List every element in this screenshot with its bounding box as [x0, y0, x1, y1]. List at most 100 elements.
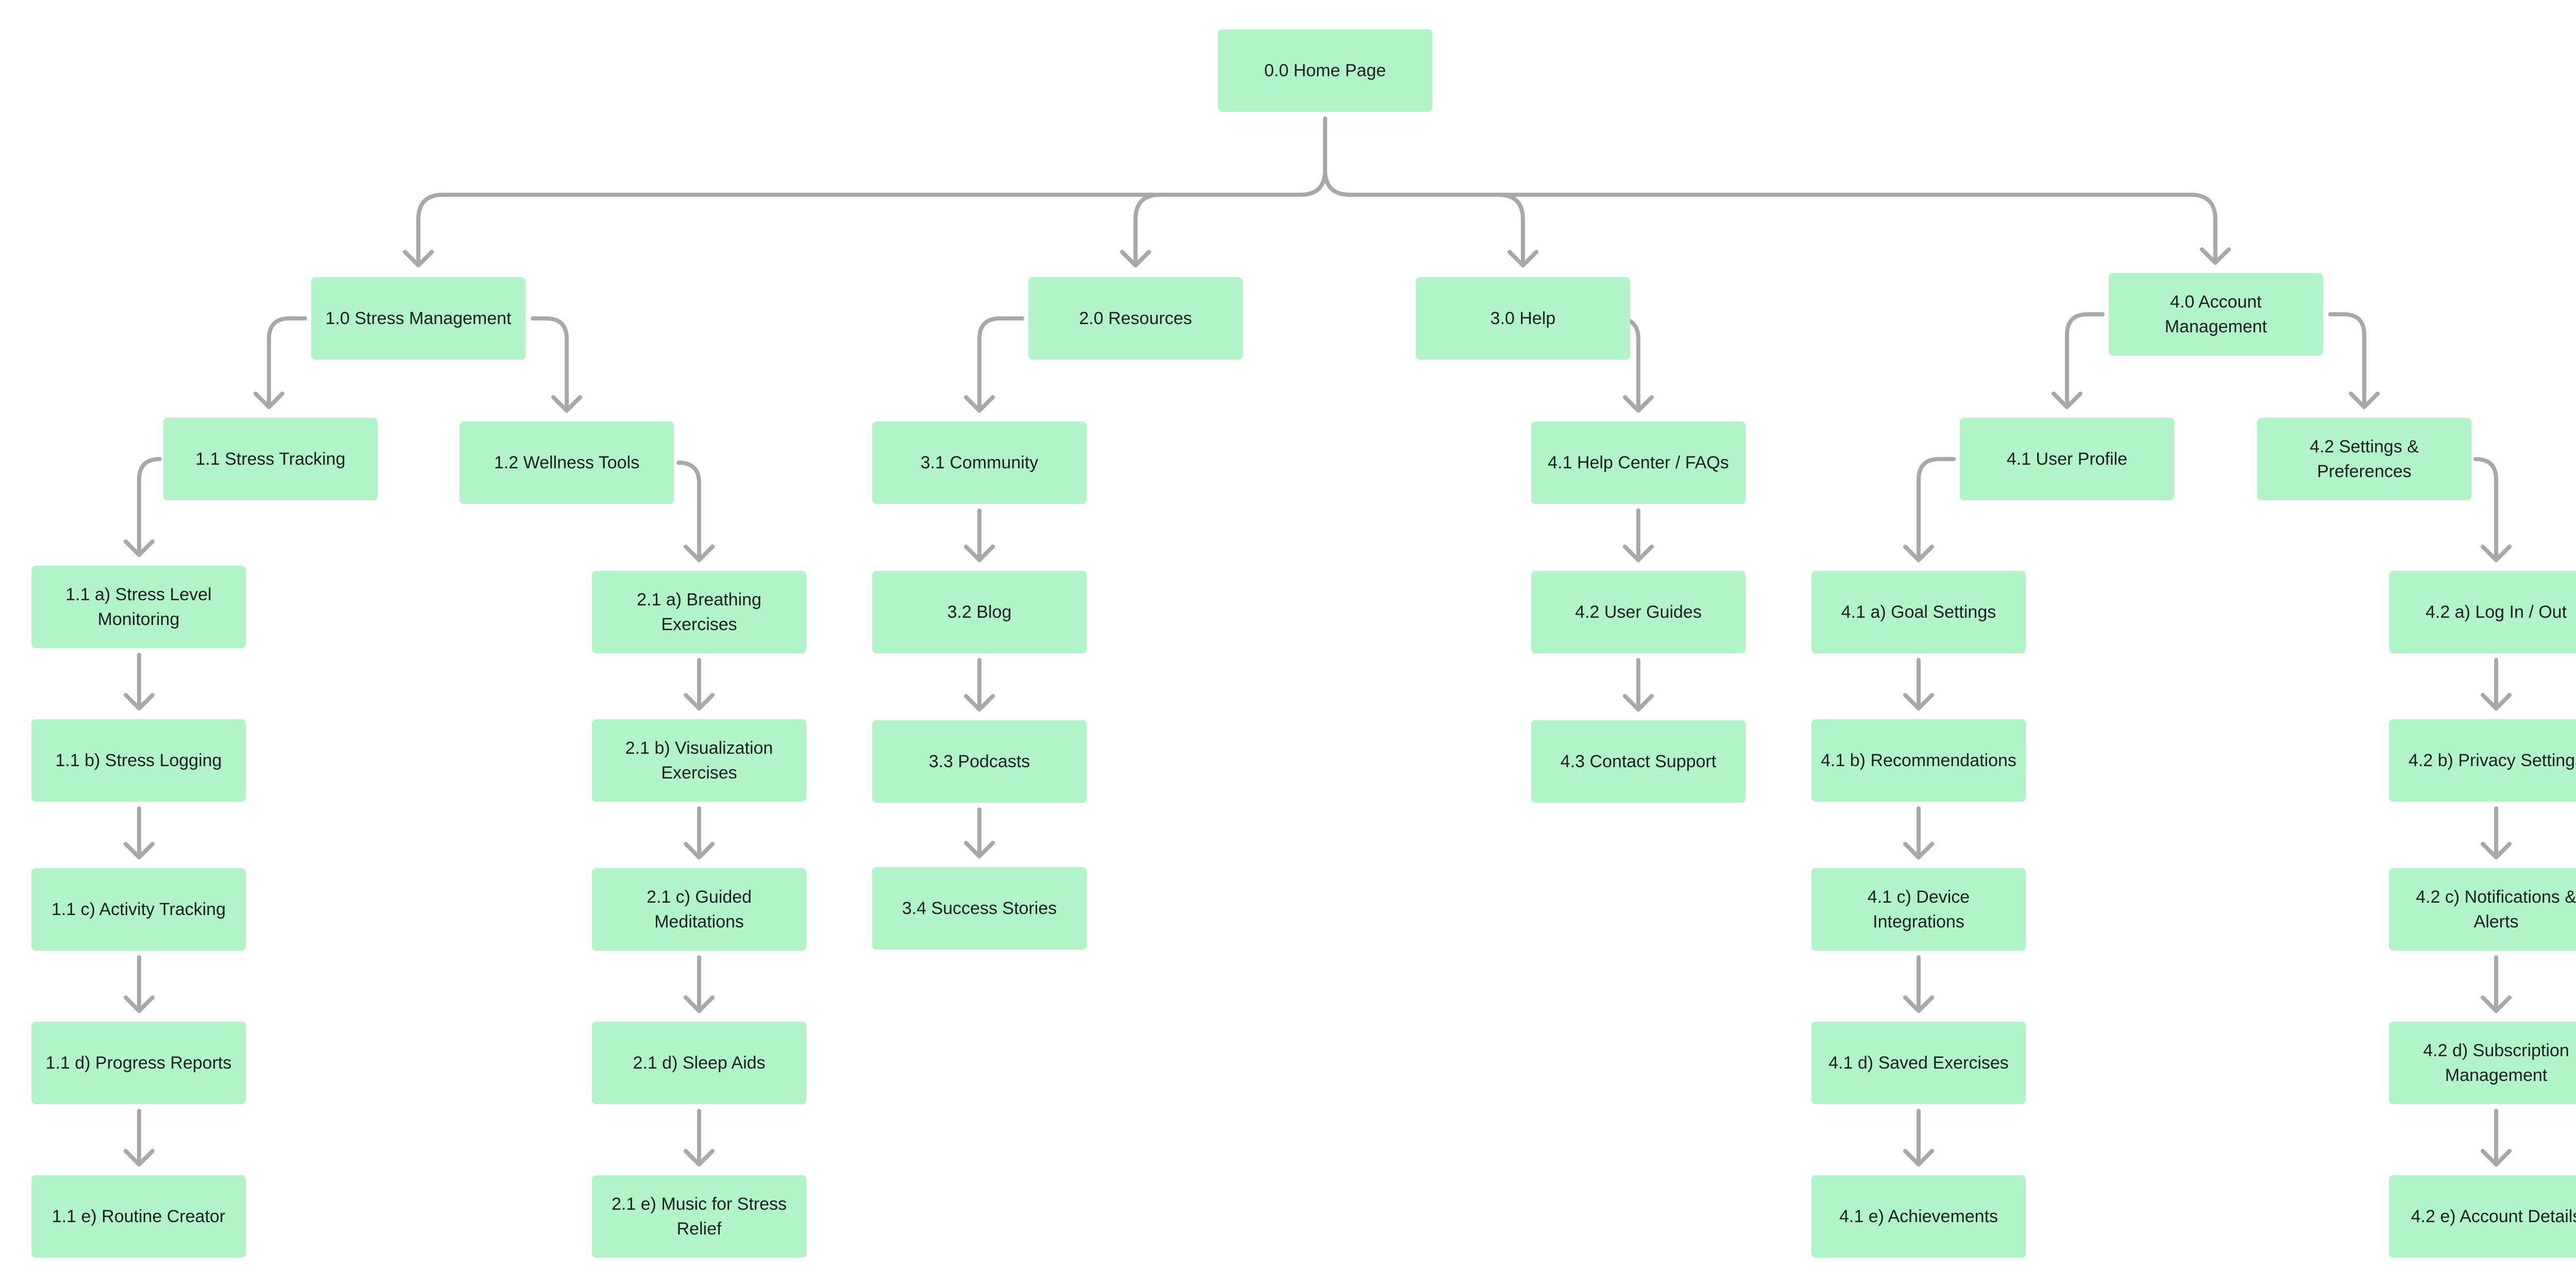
node-label: 2.1 a) Breathing Exercises	[637, 590, 761, 634]
node-podcasts[interactable]: 3.3 Podcasts	[872, 720, 1087, 803]
node-label: 4.1 c) Device Integrations	[1867, 887, 1970, 932]
node-label: 2.0 Resources	[1079, 309, 1192, 328]
node-user-profile[interactable]: 4.1 User Profile	[1960, 418, 2174, 500]
arrowhead	[2481, 842, 2512, 859]
arrowhead	[124, 995, 155, 1013]
arrowhead	[2349, 392, 2380, 409]
arrowhead	[403, 250, 434, 267]
arrowhead	[964, 694, 995, 712]
node-goal-settings[interactable]: 4.1 a) Goal Settings	[1811, 571, 2026, 653]
node-breathing-exercises[interactable]: 2.1 a) Breathing Exercises	[592, 571, 806, 653]
node-label: 1.1 e) Routine Creator	[52, 1207, 226, 1226]
node-label: 4.2 e) Account Details	[2411, 1207, 2576, 1226]
node-routine-creator[interactable]: 1.1 e) Routine Creator	[31, 1175, 246, 1258]
arrowhead	[2200, 247, 2231, 265]
arrowhead	[1903, 1149, 1934, 1166]
node-settings-preferences[interactable]: 4.2 Settings & Preferences	[2257, 418, 2471, 500]
node-community[interactable]: 3.1 Community	[872, 421, 1087, 504]
node-log-in-out[interactable]: 4.2 a) Log In / Out	[2389, 571, 2576, 653]
arrowhead	[1623, 545, 1654, 562]
node-contact-support[interactable]: 4.3 Contact Support	[1531, 720, 1745, 803]
node-user-guides[interactable]: 4.2 User Guides	[1531, 571, 1745, 653]
node-stress-level-monitoring[interactable]: 1.1 a) Stress Level Monitoring	[31, 566, 246, 648]
arrowhead	[124, 693, 155, 711]
node-success-stories[interactable]: 3.4 Success Stories	[872, 867, 1087, 950]
node-stress-tracking[interactable]: 1.1 Stress Tracking	[163, 418, 378, 500]
arrowhead	[124, 842, 155, 859]
arrowhead	[964, 545, 995, 562]
node-label: 4.2 c) Notifications & Alerts	[2416, 887, 2576, 932]
node-label: 4.2 a) Log In / Out	[2425, 602, 2567, 622]
node-account-details[interactable]: 4.2 e) Account Details	[2389, 1175, 2576, 1258]
node-help[interactable]: 3.0 Help	[1416, 277, 1630, 360]
connector-line	[2065, 312, 2105, 409]
node-privacy-settings[interactable]: 4.2 b) Privacy Settings	[2389, 719, 2576, 802]
arrowhead	[964, 395, 995, 413]
arrowhead	[2481, 693, 2512, 711]
arrowhead	[684, 1149, 715, 1166]
node-label: 4.1 d) Saved Exercises	[1828, 1053, 2009, 1073]
connector-line	[2328, 312, 2366, 409]
connector-line	[267, 316, 307, 409]
node-label: 3.4 Success Stories	[902, 899, 1057, 918]
node-label: 1.1 a) Stress Level Monitoring	[65, 585, 212, 629]
node-label: 1.1 c) Activity Tracking	[51, 900, 226, 919]
node-stress-management[interactable]: 1.0 Stress Management	[311, 277, 526, 360]
node-label: 2.1 e) Music for Stress Relief	[611, 1194, 787, 1239]
connector-line	[137, 457, 162, 557]
node-saved-exercises[interactable]: 4.1 d) Saved Exercises	[1811, 1022, 2026, 1104]
node-visualization-exercises[interactable]: 2.1 b) Visualization Exercises	[592, 719, 806, 802]
arrowhead	[1903, 693, 1934, 711]
node-recommendations[interactable]: 4.1 b) Recommendations	[1811, 719, 2026, 802]
node-account-management[interactable]: 4.0 Account Management	[2109, 273, 2323, 356]
arrowhead	[1903, 545, 1934, 562]
node-blog[interactable]: 3.2 Blog	[872, 571, 1087, 653]
connector-line	[1323, 168, 2217, 265]
node-stress-logging[interactable]: 1.1 b) Stress Logging	[31, 719, 246, 802]
arrowhead	[124, 1149, 155, 1166]
node-activity-tracking[interactable]: 1.1 c) Activity Tracking	[31, 868, 246, 951]
node-label: 4.0 Account Management	[2164, 292, 2267, 336]
node-label: 4.2 User Guides	[1575, 602, 1702, 622]
node-label: 2.1 b) Visualization Exercises	[625, 738, 773, 783]
node-notifications-alerts[interactable]: 4.2 c) Notifications & Alerts	[2389, 868, 2576, 951]
arrowhead	[2052, 392, 2082, 409]
arrowhead	[1623, 694, 1654, 712]
node-label: 3.2 Blog	[947, 602, 1012, 622]
node-device-integrations[interactable]: 4.1 c) Device Integrations	[1811, 868, 2026, 951]
node-subscription-management[interactable]: 4.2 d) Subscription Management	[2389, 1022, 2576, 1104]
node-progress-reports[interactable]: 1.1 d) Progress Reports	[31, 1022, 246, 1104]
node-help-center-faqs[interactable]: 4.1 Help Center / FAQs	[1531, 421, 1745, 504]
arrowhead	[684, 693, 715, 711]
arrowhead	[684, 995, 715, 1013]
node-wellness-tools[interactable]: 1.2 Wellness Tools	[460, 421, 674, 504]
node-label: 4.2 Settings & Preferences	[2310, 437, 2419, 481]
node-music-for-stress-relief[interactable]: 2.1 e) Music for Stress Relief	[592, 1175, 806, 1258]
connector-line	[2473, 457, 2498, 562]
arrowhead	[124, 539, 155, 557]
arrowhead	[1623, 395, 1654, 413]
node-label: 3.0 Help	[1490, 309, 1556, 328]
node-achievements[interactable]: 4.1 e) Achievements	[1811, 1175, 2026, 1258]
node-label: 4.1 b) Recommendations	[1821, 751, 2016, 770]
arrowhead	[1507, 250, 1538, 267]
connector-line	[1133, 193, 1162, 267]
node-home[interactable]: 0.0 Home Page	[1218, 29, 1432, 112]
connector-line	[416, 116, 1327, 267]
node-label: 1.1 d) Progress Reports	[45, 1053, 232, 1073]
node-label: 0.0 Home Page	[1264, 61, 1386, 80]
node-label: 4.3 Contact Support	[1560, 752, 1717, 771]
node-label: 4.1 a) Goal Settings	[1841, 602, 1996, 622]
node-label: 2.1 c) Guided Meditations	[646, 887, 752, 932]
arrowhead	[2481, 995, 2512, 1013]
node-resources[interactable]: 2.0 Resources	[1028, 277, 1243, 360]
node-sleep-aids[interactable]: 2.1 d) Sleep Aids	[592, 1022, 806, 1104]
arrowhead	[684, 545, 715, 562]
arrowhead	[964, 841, 995, 858]
connector-line	[1496, 193, 1525, 267]
node-guided-meditations[interactable]: 2.1 c) Guided Meditations	[592, 868, 806, 951]
node-label: 3.1 Community	[920, 453, 1039, 472]
node-label: 4.1 e) Achievements	[1839, 1207, 1998, 1226]
